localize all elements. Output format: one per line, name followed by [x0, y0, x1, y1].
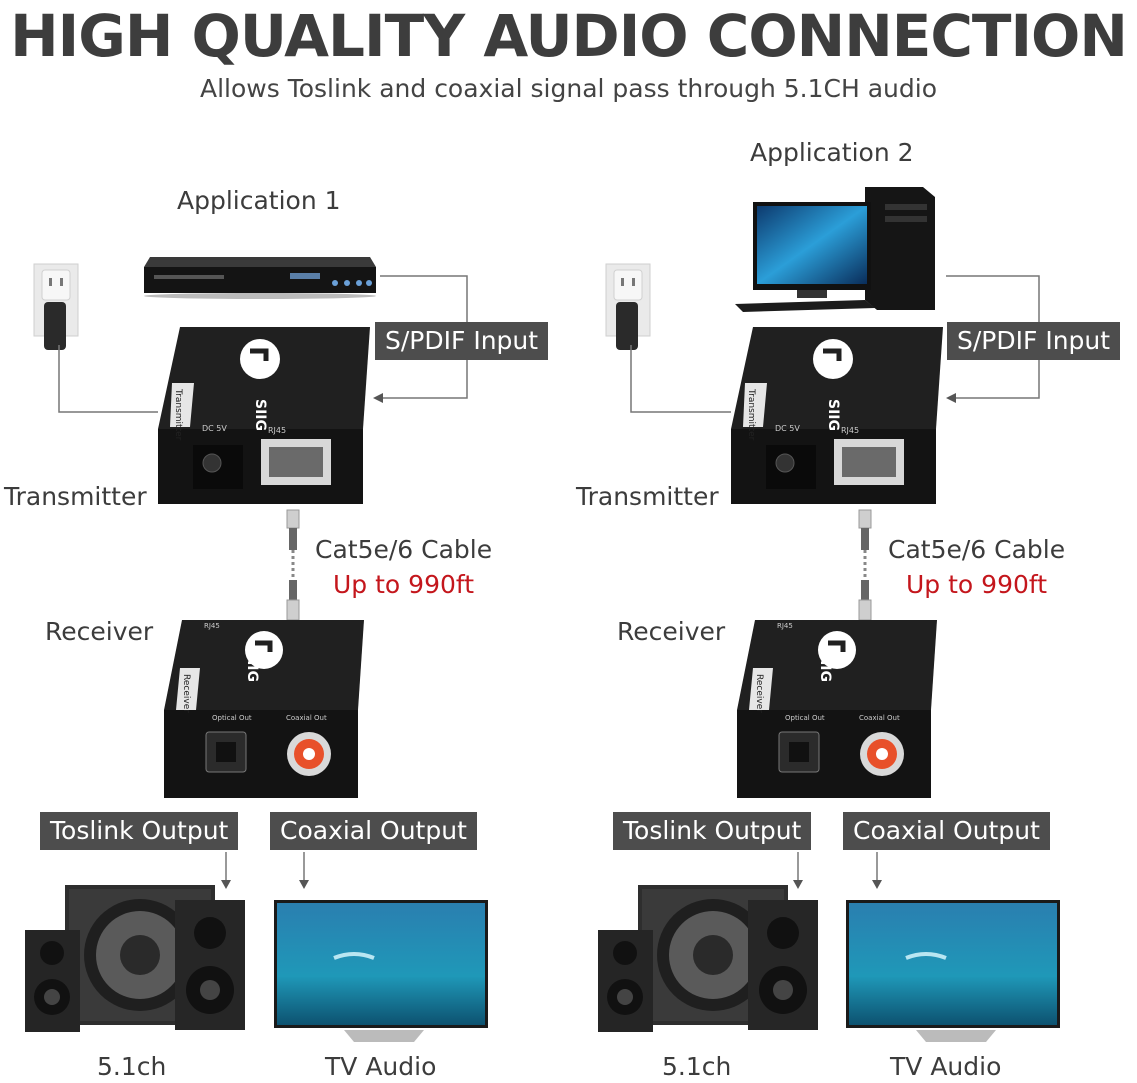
speaker-system-icon	[598, 885, 818, 1032]
desktop-computer-icon	[735, 187, 935, 312]
dc-port-label: DC 5V	[775, 424, 800, 433]
transmitter-side-label: Transmitter	[746, 388, 756, 441]
speaker-system-icon	[25, 885, 245, 1032]
receiver-side-label: Receiver	[754, 674, 764, 713]
tv-icon	[846, 900, 1060, 1042]
receiver-rj45-label: RJ45	[204, 622, 220, 630]
coaxial-output-tag: Coaxial Output	[270, 812, 477, 850]
transmitter-brand: SIIG	[252, 399, 268, 431]
cat-cable-icon	[858, 509, 872, 621]
toslink-output-tag: Toslink Output	[40, 812, 239, 850]
cable-label: Cat5e/6 Cable	[888, 535, 1066, 564]
rj45-port-label: RJ45	[268, 426, 286, 435]
receiver-label: Receiver	[617, 617, 726, 646]
coaxial-output-tag: Coaxial Output	[843, 812, 1050, 850]
cable-note: Up to 990ft	[333, 570, 475, 599]
tv-caption: TV Audio	[325, 1052, 437, 1081]
toslink-output-tag: Toslink Output	[613, 812, 812, 850]
spdif-input-tag: S/PDIF Input	[947, 322, 1121, 360]
receiver-label: Receiver	[45, 617, 154, 646]
wall-outlet-icon	[33, 263, 79, 350]
headline: HIGH QUALITY AUDIO CONNECTION	[10, 2, 1128, 70]
application-2-title: Application 2	[750, 138, 914, 167]
dc-port-label: DC 5V	[202, 424, 227, 433]
coaxial-out-label: Coaxial Out	[859, 714, 900, 722]
transmitter-label: Transmitter	[576, 482, 719, 511]
application-1-title: Application 1	[177, 186, 341, 215]
cable-note: Up to 990ft	[906, 570, 1048, 599]
tv-icon	[274, 900, 488, 1042]
transmitter-unit: SIIG Transmitter RJ45 DC 5V	[731, 327, 943, 504]
transmitter-side-label: Transmitter	[173, 388, 183, 441]
receiver-brand: SIIG	[244, 650, 260, 682]
optical-out-label: Optical Out	[785, 714, 825, 722]
speaker-caption: 5.1ch	[97, 1052, 167, 1081]
transmitter-label: Transmitter	[4, 482, 147, 511]
transmitter-unit: SIIG Transmitter RJ45 DC 5V	[158, 327, 370, 504]
receiver-brand: SIIG	[817, 650, 833, 682]
speaker-caption: 5.1ch	[662, 1052, 732, 1081]
spdif-input-tag: S/PDIF Input	[375, 322, 549, 360]
coaxial-out-label: Coaxial Out	[286, 714, 327, 722]
optical-out-label: Optical Out	[212, 714, 252, 722]
subheadline: Allows Toslink and coaxial signal pass t…	[200, 74, 937, 103]
cable-label: Cat5e/6 Cable	[315, 535, 493, 564]
transmitter-brand: SIIG	[825, 399, 841, 431]
dvd-player-icon	[144, 257, 376, 299]
rj45-port-label: RJ45	[841, 426, 859, 435]
receiver-side-label: Receiver	[181, 674, 191, 713]
tv-caption: TV Audio	[890, 1052, 1002, 1081]
receiver-unit: SIIG Receiver Optical Out Coaxial Out RJ…	[737, 620, 937, 798]
wall-outlet-icon	[605, 263, 651, 350]
cat-cable-icon	[286, 509, 300, 621]
receiver-rj45-label: RJ45	[777, 622, 793, 630]
receiver-unit: SIIG Receiver Optical Out Coaxial Out RJ…	[164, 620, 364, 798]
